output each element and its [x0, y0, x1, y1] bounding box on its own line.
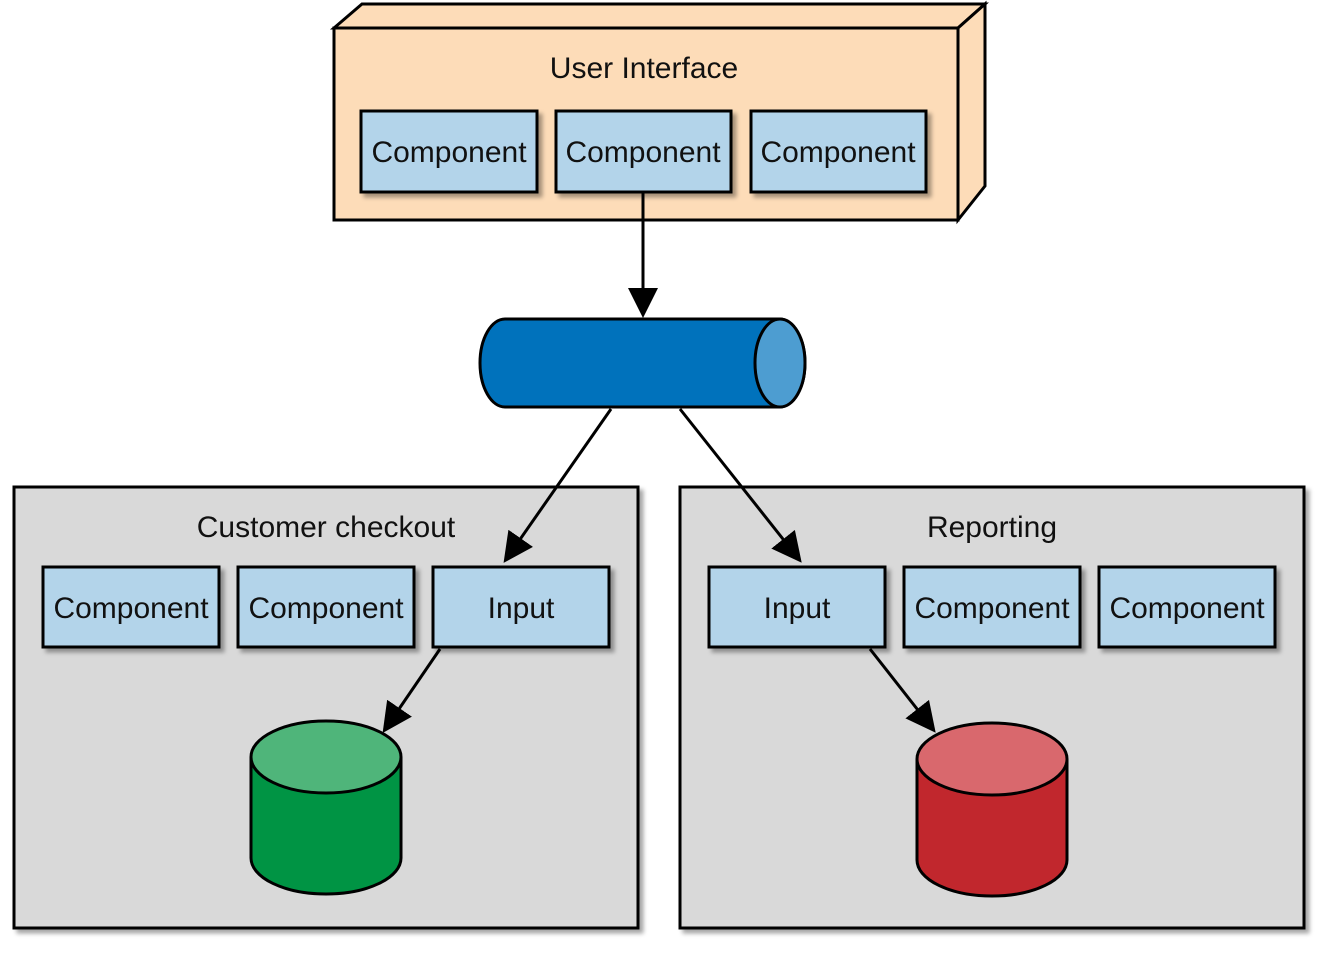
reporting-service: Reporting Input Component Component — [678, 485, 1306, 930]
queue-end-cap — [753, 317, 807, 409]
checkout-component-1-label: Component — [53, 592, 209, 625]
reporting-component-2-label: Component — [1109, 592, 1265, 625]
ui-component-2: Component — [554, 109, 733, 194]
ui-component-2-label: Component — [565, 136, 721, 169]
reporting-component-1: Component — [902, 565, 1082, 649]
checkout-input-label: Input — [488, 592, 555, 625]
ui-block-top-face — [329, 2, 989, 30]
arrow-checkout-input-to-db — [382, 648, 442, 733]
ui-component-3-label: Component — [760, 136, 916, 169]
reporting-input-label: Input — [764, 592, 831, 625]
checkout-component-2-label: Component — [248, 592, 404, 625]
message-queue — [478, 317, 807, 409]
user-interface-block: User Interface Component Component Compo… — [329, 0, 989, 225]
checkout-title: Customer checkout — [197, 511, 456, 544]
reporting-db-top — [915, 721, 1069, 797]
checkout-component-1: Component — [41, 565, 221, 649]
checkout-database — [249, 719, 403, 896]
arrow-queue-to-checkout-input — [503, 408, 613, 563]
ui-block-side-face — [956, 0, 987, 225]
checkout-db-body — [249, 757, 403, 896]
reporting-database — [915, 721, 1069, 898]
reporting-component-2: Component — [1097, 565, 1277, 649]
arrow-reporting-input-to-db — [868, 648, 936, 733]
reporting-component-1-label: Component — [914, 592, 1070, 625]
checkout-component-2: Component — [236, 565, 416, 649]
reporting-db-body — [915, 759, 1069, 898]
ui-block-title: User Interface — [550, 52, 738, 85]
reporting-input-component: Input — [707, 565, 887, 649]
checkout-input-component: Input — [431, 565, 611, 649]
ui-component-1-label: Component — [371, 136, 527, 169]
checkout-db-top — [249, 719, 403, 795]
reporting-title: Reporting — [927, 511, 1057, 544]
arrow-queue-to-reporting-input — [678, 408, 802, 563]
ui-component-1: Component — [359, 109, 539, 194]
customer-checkout-service: Customer checkout Component Component In… — [12, 485, 640, 930]
ui-component-3: Component — [749, 109, 928, 194]
